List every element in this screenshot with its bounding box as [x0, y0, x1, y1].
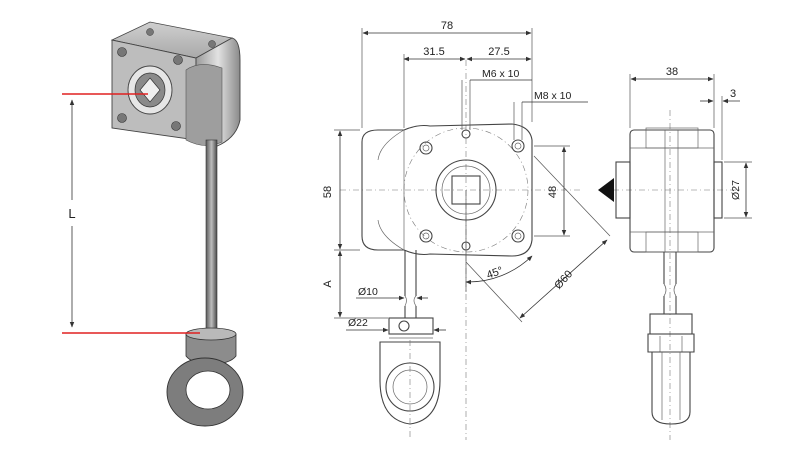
view-direction-arrow: [598, 178, 614, 202]
dim-thread-large: M8 x 10: [534, 90, 572, 102]
dim-height: 58: [322, 186, 334, 198]
side-view: 38 3 Ø27: [598, 66, 752, 440]
dim-angle: 45°: [485, 265, 505, 282]
dim-square: 48: [547, 186, 559, 198]
dim-boss-dia: Ø27: [730, 180, 742, 200]
dim-flange: 3: [730, 88, 736, 100]
dim-a: A: [322, 280, 334, 288]
dim-side-width: 38: [666, 66, 678, 78]
dim-overall-width: 78: [441, 20, 453, 32]
dim-left-offset: 31.5: [423, 46, 444, 58]
front-view: 78 31.5 27.5 M6 x 10 M8 x 10 58 A 48 Ø: [322, 20, 611, 440]
dim-right-offset: 27.5: [488, 46, 509, 58]
dim-shaft-dia: Ø10: [358, 286, 378, 298]
dim-collar-dia: Ø22: [348, 317, 368, 329]
dim-thread-small: M6 x 10: [482, 68, 520, 80]
isometric-view: L: [62, 21, 244, 427]
length-label: L: [68, 206, 75, 221]
